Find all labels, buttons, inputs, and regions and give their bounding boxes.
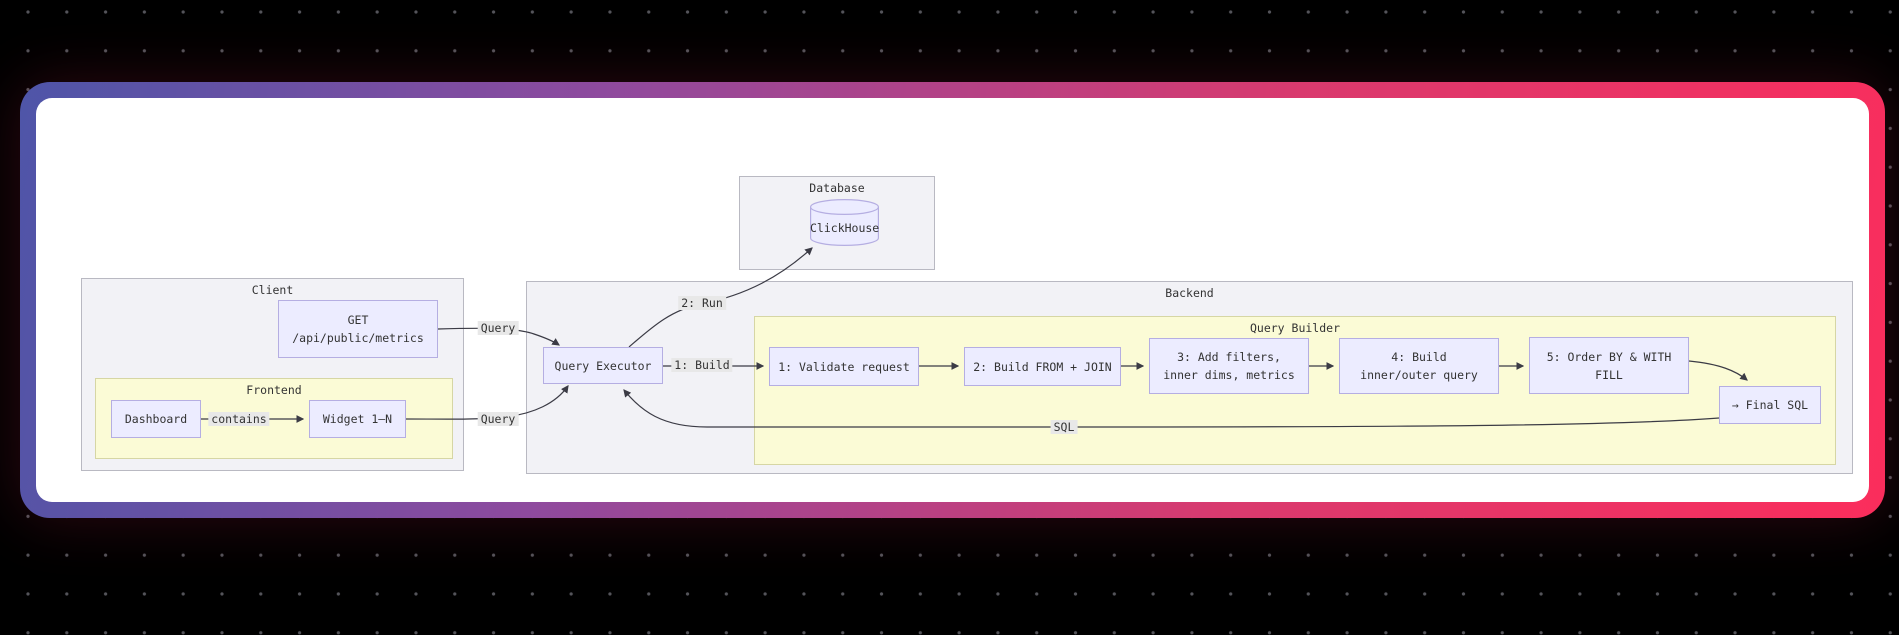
- edge-label-contains: contains: [208, 412, 270, 426]
- node-final-sql: → Final SQL: [1719, 386, 1821, 424]
- node-build-inner-outer: 4: Build inner/outer query: [1339, 338, 1499, 394]
- node-build-from-join-label: 2: Build FROM + JOIN: [973, 359, 1112, 374]
- node-add-filters: 3: Add filters, inner dims, metrics: [1149, 338, 1309, 394]
- node-get-line1: GET: [347, 313, 369, 327]
- node-dashboard-label: Dashboard: [124, 412, 188, 426]
- flowchart: Backend Query Builder Client Frontend Da…: [52, 114, 1885, 518]
- node-dashboard: Dashboard: [111, 400, 201, 438]
- edge-label-query-top: Query: [477, 321, 519, 335]
- node-get-line2: /api/public/metrics: [292, 331, 424, 345]
- node-get-endpoint: GET /api/public/metrics: [278, 300, 438, 358]
- node-query-executor: Query Executor: [543, 347, 663, 384]
- diagram-card-surface: Backend Query Builder Client Frontend Da…: [36, 98, 1869, 502]
- edge-label-run: 2: Run: [678, 296, 726, 310]
- node-widget-label: Widget 1–N: [322, 412, 393, 426]
- node-add-filters-line1: 3: Add filters,: [1177, 350, 1281, 364]
- cluster-backend-label: Backend: [1165, 286, 1214, 300]
- cluster-frontend-label: Frontend: [246, 383, 302, 397]
- node-add-filters-line2: inner dims, metrics: [1163, 368, 1295, 382]
- node-build-inner-outer-line2: inner/outer query: [1360, 368, 1478, 382]
- cluster-client-label: Client: [251, 283, 294, 297]
- node-widget: Widget 1–N: [309, 400, 406, 438]
- edge-label-build: 1: Build: [671, 358, 733, 372]
- edge-label-sql: SQL: [1050, 420, 1078, 434]
- node-validate-request: 1: Validate request: [769, 347, 919, 386]
- node-clickhouse-label: ClickHouse: [810, 221, 880, 235]
- node-build-inner-outer-line1: 4: Build: [1391, 350, 1447, 364]
- edge-label-query-bottom: Query: [477, 412, 519, 426]
- node-order-by-with-fill-line2: FILL: [1595, 367, 1623, 382]
- node-query-executor-label: Query Executor: [554, 358, 652, 373]
- cluster-query-builder-label: Query Builder: [1249, 321, 1340, 335]
- diagram-card[interactable]: Backend Query Builder Client Frontend Da…: [20, 82, 1885, 518]
- cluster-database-label: Database: [809, 181, 865, 195]
- node-final-sql-label: → Final SQL: [1731, 398, 1809, 412]
- node-order-by-with-fill-line1: 5: Order BY & WITH: [1546, 349, 1672, 364]
- node-validate-request-label: 1: Validate request: [778, 359, 910, 374]
- node-order-by-with-fill: 5: Order BY & WITH FILL: [1529, 337, 1689, 394]
- node-build-from-join: 2: Build FROM + JOIN: [964, 347, 1121, 386]
